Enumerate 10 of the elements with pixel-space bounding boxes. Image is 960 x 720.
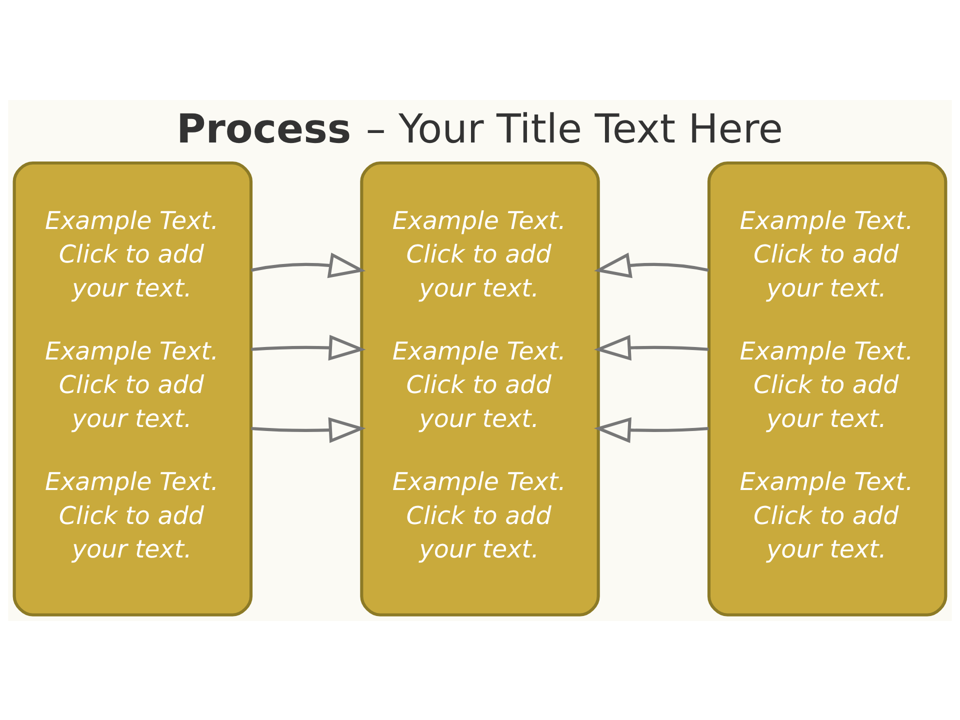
node-box: Example Text. Click to add your text. Example Text. Click to add your text. Example Text. Click to add your text. xyxy=(360,160,600,616)
arrow xyxy=(594,334,709,360)
node-box: Example Text. Click to add your text. Example Text. Click to add your text. Example Text. Click to add your text. xyxy=(12,160,253,616)
diagram-title: Process – Your Title Text Here xyxy=(176,106,783,152)
arrow xyxy=(251,416,366,443)
arrow xyxy=(594,252,709,278)
node-box: Example Text. Click to add your text. Example Text. Click to add your text. Example Text. Click to add your text. xyxy=(707,160,948,616)
arrow xyxy=(251,334,366,360)
arrow xyxy=(594,416,709,443)
arrow xyxy=(250,252,366,278)
